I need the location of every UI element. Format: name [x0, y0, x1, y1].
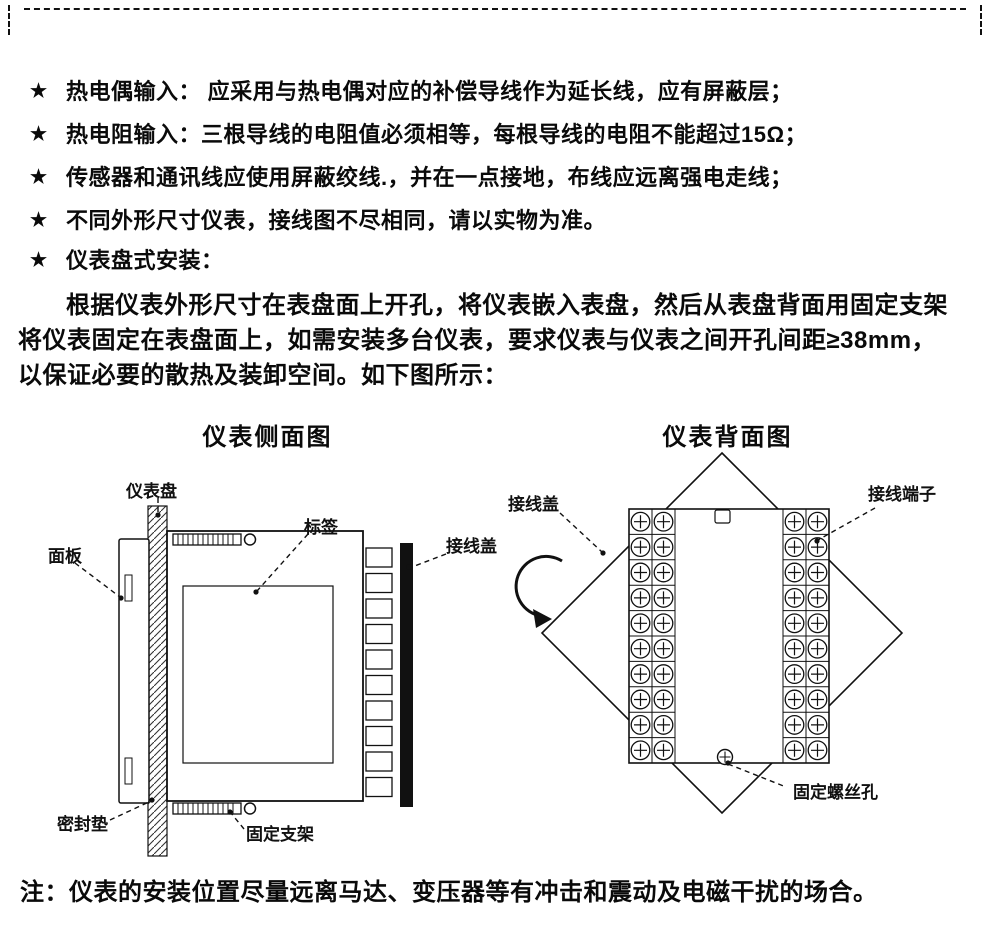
- wiring-cover-bar: [400, 543, 413, 807]
- star-icon: ★: [30, 250, 48, 271]
- star-icon: ★: [30, 167, 48, 188]
- bullet-text: 热电偶输入： 应采用与热电偶对应的补偿导线作为延长线，应有屏蔽层；: [66, 79, 793, 104]
- label-sticker-area: [182, 585, 334, 764]
- terminal-ladder: [365, 547, 393, 798]
- fixing-bracket-bottom: [172, 802, 257, 815]
- back-view-title: 仪表背面图: [662, 425, 793, 451]
- side-view-title: 仪表侧面图: [202, 425, 333, 451]
- bullet-shielded-wire: ★ 传感器和通讯线应使用屏蔽绞线.，并在一点接地，布线应远离强电走线；: [30, 164, 793, 191]
- star-icon: ★: [30, 210, 48, 231]
- mounting-panel-hatch: [147, 505, 168, 857]
- bezel-clip-bottom: [124, 757, 133, 785]
- instrument-body: [166, 530, 364, 802]
- bullet-text: 热电阻输入：三根导线的电阻值必须相等，每根导线的电阻不能超过15Ω；: [66, 122, 808, 147]
- side-view-diagram: [74, 498, 447, 857]
- bezel-clip-top: [124, 574, 133, 602]
- label-screw-hole: 固定螺丝孔: [793, 783, 878, 802]
- bullet-text: 传感器和通讯线应使用屏蔽绞线.，并在一点接地，布线应远离强电走线；: [66, 165, 793, 190]
- terminal-grid-left: [629, 509, 676, 763]
- label-fixing-bracket: 固定支架: [246, 825, 314, 844]
- label-wiring-cover-back: 接线盖: [508, 495, 559, 514]
- bullet-thermocouple: ★ 热电偶输入： 应采用与热电偶对应的补偿导线作为延长线，应有屏蔽层；: [30, 78, 793, 105]
- page-border-left-dash: [8, 5, 10, 35]
- label-gasket: 密封垫: [57, 815, 108, 834]
- back-view-diagram: [514, 451, 904, 815]
- label-wiring-cover-side: 接线盖: [446, 537, 497, 556]
- leader-lines-side: [74, 498, 447, 830]
- installation-note: 注：仪表的安装位置尽量远离马达、变压器等有冲击和震动及电磁干扰的场合。: [20, 879, 878, 906]
- rotated-cover-outline: [540, 451, 904, 815]
- leader-lines-back: [559, 507, 876, 788]
- bullet-panel-mount: ★ 仪表盘式安装：: [30, 247, 224, 274]
- bullet-text: 不同外形尺寸仪表，接线图不尽相同，请以实物为准。: [66, 208, 607, 233]
- label-terminals: 接线端子: [868, 485, 936, 504]
- star-icon: ★: [30, 81, 48, 102]
- page-border-right-dash: [980, 5, 982, 35]
- label-front-panel: 面板: [48, 547, 82, 566]
- label-instrument-panel: 仪表盘: [126, 482, 177, 501]
- terminal-grid-right: [782, 509, 829, 763]
- rotation-arrow-icon: [514, 554, 563, 628]
- star-icon: ★: [30, 124, 48, 145]
- installation-paragraph: 根据仪表外形尺寸在表盘面上开孔，将仪表嵌入表盘，然后从表盘背面用固定支架将仪表固…: [18, 292, 948, 389]
- page-border-top: [24, 8, 966, 10]
- bullet-text: 仪表盘式安装：: [66, 248, 224, 273]
- label-tag: 标签: [304, 518, 338, 537]
- bullet-wiring-diagram: ★ 不同外形尺寸仪表，接线图不尽相同，请以实物为准。: [30, 207, 606, 234]
- cover-tab: [714, 509, 731, 524]
- bullet-rtd: ★ 热电阻输入：三根导线的电阻值必须相等，每根导线的电阻不能超过15Ω；: [30, 121, 807, 148]
- front-bezel: [118, 538, 150, 804]
